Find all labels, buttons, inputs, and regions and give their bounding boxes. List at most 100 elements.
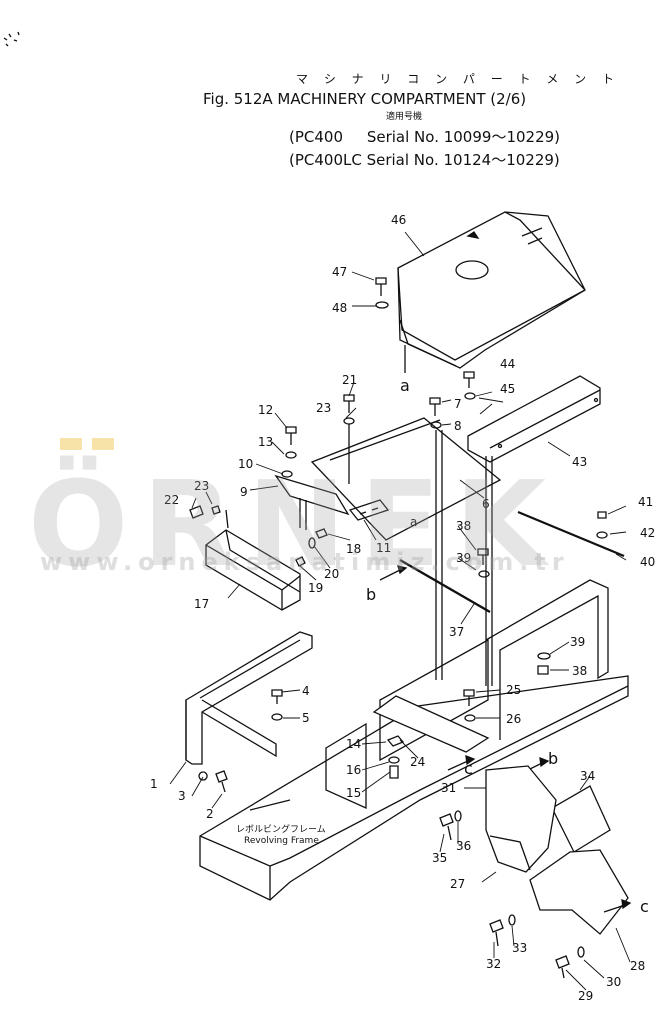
frame-label-jp: レボルビングフレーム <box>236 823 326 835</box>
label-45: 45 <box>500 382 515 396</box>
leader-lines <box>169 231 631 991</box>
serial-range-pc400: (PC400 Serial No. 10099～10229) <box>289 128 561 146</box>
duct-part-17 <box>205 529 301 611</box>
label-3: 3 <box>178 789 186 803</box>
scan-speckle <box>3 31 20 47</box>
label-14: 14 <box>346 737 361 751</box>
figure-title: Fig. 512A MACHINERY COMPARTMENT (2/6) <box>203 90 527 108</box>
bolt-part-25 <box>463 689 475 706</box>
label-23a: 23 <box>316 401 331 415</box>
label-26: 26 <box>506 712 521 726</box>
label-16: 16 <box>346 763 361 777</box>
washer-part-30 <box>577 946 585 958</box>
bolt-part-19 <box>295 556 306 567</box>
bracket-part-43 <box>467 375 601 463</box>
label-5: 5 <box>302 711 310 725</box>
label-33: 33 <box>512 941 527 955</box>
label-10: 10 <box>238 457 253 471</box>
bolt-part-15 <box>389 765 399 779</box>
clip-part-18 <box>315 528 328 539</box>
washer-part-45 <box>464 392 476 400</box>
label-24: 24 <box>410 755 425 769</box>
panel-part-34 <box>551 785 611 853</box>
washer-part-42 <box>596 531 608 539</box>
washer-part-20 <box>308 537 316 549</box>
serial-range-pc400lc: (PC400LC Serial No. 10124～10229) <box>289 151 560 169</box>
washer-part-36 <box>454 810 462 822</box>
washer-part-13 <box>285 451 297 459</box>
support-frame <box>485 579 609 740</box>
engine-cover-part-46 <box>397 211 586 369</box>
label-12: 12 <box>258 403 273 417</box>
washer-part-5 <box>271 713 283 721</box>
label-11: 11 <box>376 541 391 555</box>
label-18: 18 <box>346 542 361 556</box>
label-4: 4 <box>302 684 310 698</box>
bracket-part-9 <box>274 474 350 516</box>
bar-part-37 <box>399 558 491 614</box>
washer-part-16 <box>388 756 400 764</box>
letter-c: c <box>464 759 473 778</box>
bolt-part-44 <box>463 371 475 388</box>
washer-part-26 <box>464 714 476 722</box>
label-36: 36 <box>456 839 471 853</box>
label-43: 43 <box>572 455 587 469</box>
label-2: 2 <box>206 807 214 821</box>
label-15: 15 <box>346 786 361 800</box>
label-40: 40 <box>640 555 655 569</box>
plate-part-24 <box>372 695 490 753</box>
letter-b: b <box>366 585 376 604</box>
watermark-dot-right <box>92 438 114 450</box>
panel-part-28 <box>529 849 629 935</box>
label-25: 25 <box>506 683 521 697</box>
bolt-part-41 <box>597 511 607 519</box>
watermark-dot-left <box>60 438 82 450</box>
frame-part-1 <box>185 631 313 765</box>
label-23b: 23 <box>194 479 209 493</box>
bolt-part-38-lower <box>537 665 549 675</box>
label-47: 47 <box>332 265 347 279</box>
letter-a: a <box>400 376 410 395</box>
label-32: 32 <box>486 957 501 971</box>
washer-part-48 <box>375 301 389 309</box>
label-48: 48 <box>332 301 347 315</box>
bolt-part-35 <box>439 813 454 841</box>
label-19: 19 <box>308 581 323 595</box>
bolt-part-21 <box>343 394 355 413</box>
label-39b: 39 <box>570 635 585 649</box>
label-31: 31 <box>441 781 456 795</box>
label-39: 39 <box>456 551 471 565</box>
katakana-title: マ シ ナ リ コ ン パ ー ト メ ン ト <box>296 72 620 86</box>
label-17: 17 <box>194 597 209 611</box>
part-number-labels: 46 47 48 a 44 45 21 23 7 8 12 13 43 10 9… <box>150 213 655 1003</box>
label-22: 22 <box>164 493 179 507</box>
bolt-part-2 <box>215 770 228 793</box>
label-30: 30 <box>606 975 621 989</box>
label-8: 8 <box>454 419 462 433</box>
washer-part-39 <box>478 570 490 578</box>
label-27: 27 <box>450 877 465 891</box>
bolt-part-4 <box>271 689 283 704</box>
letter-c-2: c <box>640 897 649 916</box>
label-42: 42 <box>640 526 655 540</box>
label-34: 34 <box>580 769 595 783</box>
watermark-url: www.orneksanatimiz.com.tr <box>40 548 570 576</box>
bolt-part-12 <box>285 426 297 445</box>
label-38: 38 <box>456 519 471 533</box>
label-6: 6 <box>482 497 490 511</box>
rail-part-40 <box>517 510 625 558</box>
panel-part-27 <box>485 765 557 873</box>
washer-part-33 <box>508 914 516 926</box>
bolt-part-38 <box>477 548 489 565</box>
label-37: 37 <box>449 625 464 639</box>
label-28: 28 <box>630 959 645 973</box>
label-1: 1 <box>150 777 158 791</box>
washer-part-8 <box>430 421 442 429</box>
label-38b: 38 <box>572 664 587 678</box>
watermark-text: ÖRNEK <box>28 455 560 593</box>
label-21: 21 <box>342 373 357 387</box>
label-7: 7 <box>454 397 462 411</box>
frame-label-en: Revolving Frame <box>244 836 319 846</box>
label-20: 20 <box>324 567 339 581</box>
